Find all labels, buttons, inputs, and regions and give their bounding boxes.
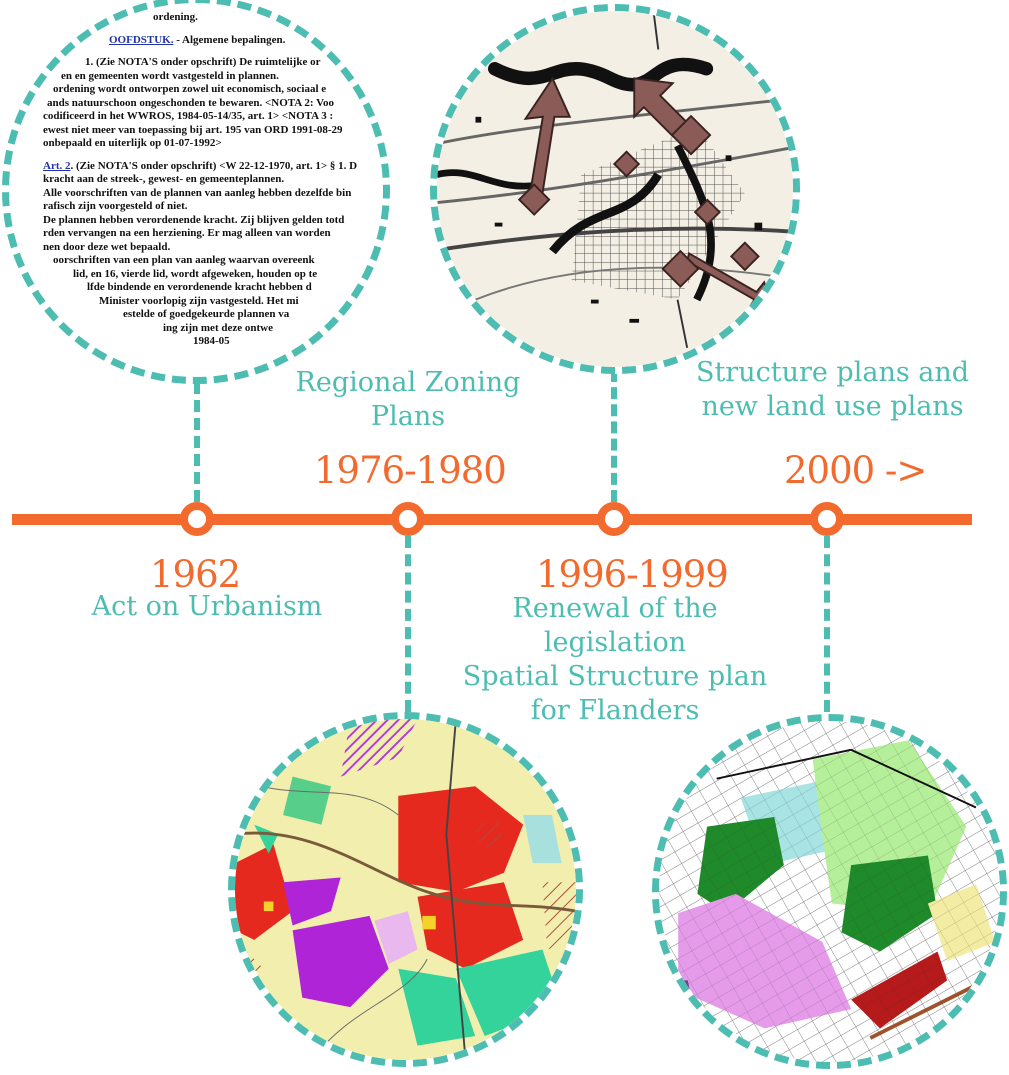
legislation-document-image: ordening. OOFDSTUK. - Algemene bepalinge… — [2, 0, 390, 384]
timeline-node-1976 — [391, 502, 425, 536]
legislation-text: ordening. OOFDSTUK. - Algemene bepalinge… — [43, 11, 358, 347]
event-label-1996: Renewal of the legislation Spatial Struc… — [440, 592, 790, 728]
label-line: Plans — [370, 401, 446, 432]
timeline-line — [12, 514, 972, 525]
label-line: legislation — [543, 627, 687, 658]
year-1996-1999: 1996-1999 — [536, 553, 729, 596]
year-1962: 1962 — [150, 553, 241, 596]
land-use-plan-image — [652, 714, 1007, 1069]
label-line: Spatial Structure plan — [462, 661, 768, 692]
label-line: Renewal of the — [512, 593, 718, 624]
event-label-1976: Regional Zoning Plans — [268, 366, 548, 434]
structure-plan-diagram-image — [430, 4, 800, 374]
timeline-node-1996 — [597, 502, 631, 536]
land-use-plan-map — [659, 721, 1000, 1062]
year-2000: 2000 -> — [784, 449, 927, 492]
timeline-node-1962 — [180, 502, 214, 536]
connector-1962 — [194, 382, 200, 502]
label-line: Regional Zoning — [295, 367, 521, 398]
year-1976-1980: 1976-1980 — [314, 449, 507, 492]
label-line: Act on Urbanism — [91, 591, 323, 622]
label-line: for Flanders — [530, 695, 700, 726]
structure-plan-diagram — [437, 11, 793, 367]
event-label-2000: Structure plans and new land use plans — [680, 356, 985, 424]
label-line: new land use plans — [701, 391, 964, 422]
timeline-node-2000 — [810, 502, 844, 536]
event-label-1962: Act on Urbanism — [62, 590, 352, 624]
regional-zoning-map — [235, 719, 576, 1060]
connector-1976 — [405, 536, 411, 712]
label-line: Structure plans and — [695, 357, 970, 388]
connector-2000 — [824, 536, 830, 712]
connector-1996 — [611, 370, 617, 502]
regional-zoning-map-image — [228, 712, 583, 1067]
